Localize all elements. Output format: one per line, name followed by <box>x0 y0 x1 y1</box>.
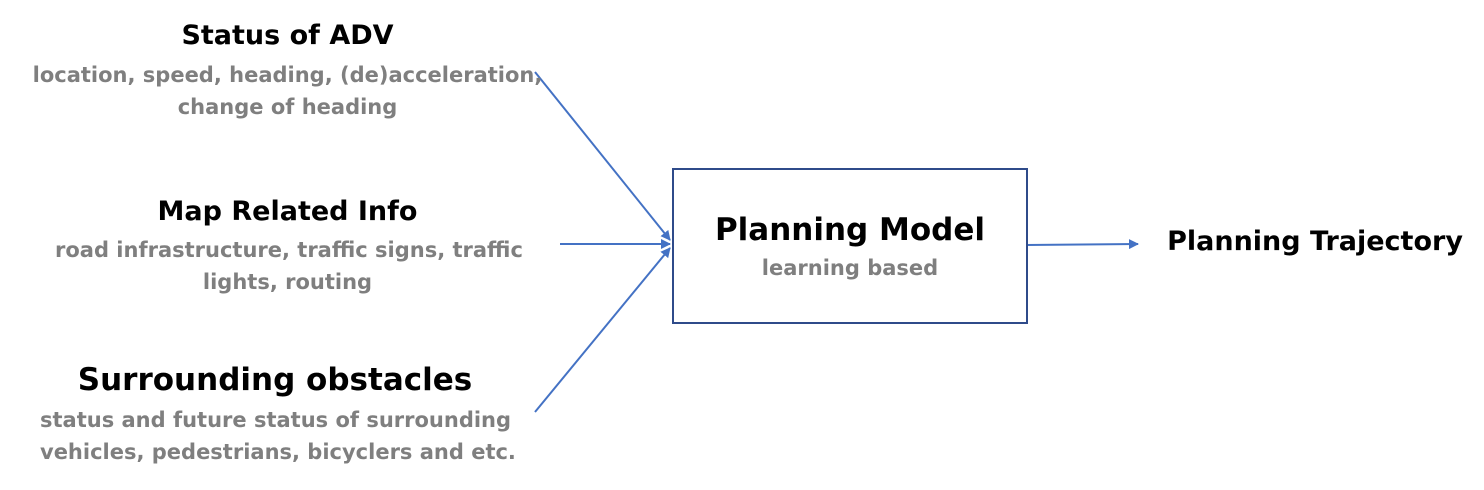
description-line: change of heading <box>177 95 398 119</box>
planning-model-box: Planning Model learning based <box>672 168 1028 324</box>
map-related-info-title: Map Related Info <box>157 196 418 227</box>
description-line: lights, routing <box>202 270 373 294</box>
planning-model-subtitle: learning based <box>761 256 939 280</box>
description-line: location, speed, heading, (de)accelerati… <box>32 63 543 87</box>
planning-model-title: Planning Model <box>714 212 986 248</box>
planning-trajectory-label: Planning Trajectory <box>1167 226 1463 257</box>
surrounding-obstacles-title: Surrounding obstacles <box>77 362 473 398</box>
arrow-obstacles-to-model <box>534 247 671 413</box>
description-line: vehicles, pedestrians, bicyclers and etc… <box>40 440 516 464</box>
map-related-info-description: road infrastructure, traffic signs, traf… <box>55 234 523 298</box>
description-line: road infrastructure, traffic signs, traf… <box>55 238 523 262</box>
status-of-adv-title: Status of ADV <box>181 20 394 51</box>
description-line: status and future status of surrounding <box>40 408 512 432</box>
surrounding-obstacles-description: status and future status of surrounding … <box>40 404 516 468</box>
arrow-status-to-model <box>534 71 671 241</box>
arrow-model-to-output <box>1025 239 1139 250</box>
status-of-adv-description: location, speed, heading, (de)accelerati… <box>30 59 545 123</box>
